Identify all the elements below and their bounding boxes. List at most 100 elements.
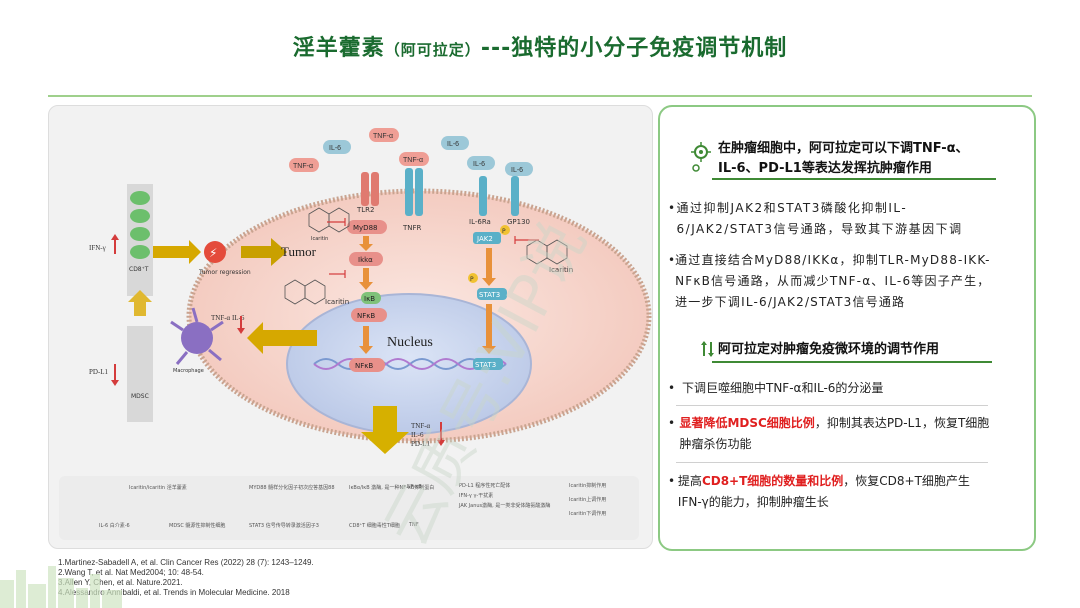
section1-heading: 在肿瘤细胞中，阿可拉定可以下调TNF-α、 IL-6、PD-L1等表达发挥抗肿瘤… (718, 141, 969, 176)
phospho-2 (468, 273, 478, 283)
tlr2-receptor: TLR2 (356, 172, 379, 214)
legend-nfkb: NF-κB (407, 484, 422, 490)
arrow-nfkb-nucleus (359, 326, 373, 354)
legend-ikb: IκBα/IκB 激酶, 是一种NF-κB抑制蛋白 (349, 485, 435, 491)
stat3-node-1 (477, 288, 507, 300)
svg-text:MDSC: MDSC (131, 393, 149, 400)
il6-ligand-3 (467, 156, 495, 170)
legend-icaritin: Icaritin/icaritin 淫羊藿素 (129, 485, 187, 491)
svg-text:IL-6: IL-6 (329, 145, 341, 152)
svg-text:TNF-α: TNF-α (403, 157, 423, 164)
svg-text:Tumor regression: Tumor regression (198, 269, 251, 276)
svg-text:IL-6: IL-6 (473, 161, 485, 168)
svg-text:PD-L1: PD-L1 (89, 368, 109, 376)
svg-text:IL-6: IL-6 (447, 141, 459, 148)
svg-text:NFκB: NFκB (357, 312, 375, 320)
legend-down: Icaritin下调作用 (569, 511, 607, 517)
cd8-to-tumor-arrow (153, 240, 201, 264)
legend-tnf: TNF (409, 522, 419, 528)
nucleus-label: Nucleus (387, 335, 433, 350)
svg-text:STAT3: STAT3 (479, 291, 500, 299)
cd8t-cells (130, 191, 150, 259)
legend-inhibit: Icaritin抑制作用 (569, 483, 607, 489)
tnf-ligand-1 (369, 128, 399, 142)
arrow-jak2-stat3 (482, 248, 496, 286)
legend-pdl1: PD-L1 程序性死亡配体 (459, 483, 511, 489)
il6-ligand-1 (323, 140, 351, 154)
title-paren: （阿可拉定） (384, 41, 481, 59)
mechanism-diagram-panel: Nucleus IL-6 TNF-α TNF-α TNF-α IL-6 IL-6… (48, 105, 653, 549)
mdsc-to-cd8-arrow (128, 290, 152, 316)
nfkb-node-2 (349, 358, 385, 372)
svg-text:Ikkα: Ikkα (358, 256, 373, 264)
svg-text:Tumor: Tumor (281, 244, 317, 259)
svg-text:IL-6: IL-6 (511, 167, 523, 174)
macrophage (181, 322, 213, 354)
mdsc-column (127, 326, 153, 422)
tnf-ligand-2 (289, 158, 319, 172)
ikb-node (361, 292, 381, 304)
svg-text:TLR2: TLR2 (356, 206, 375, 214)
section1-bullet-2: •通过直接结合MyD88/IKKα，抑制TLR-MyD88-IKK-NFκB信号… (668, 253, 991, 309)
svg-text:Icaritin: Icaritin (311, 236, 328, 242)
section1-bullet-1: •通过抑制JAK2和STAT3磷酸化抑制IL-6/JAK2/STAT3信号通路，… (668, 201, 963, 236)
legend-ifn: IFN-γ γ-干扰素 (459, 493, 494, 499)
section2-underline (712, 361, 992, 363)
svg-text:Icaritin: Icaritin (325, 298, 349, 306)
svg-text:TNF-α: TNF-α (373, 133, 393, 140)
svg-text:JAK2: JAK2 (476, 235, 493, 243)
svg-text:P: P (502, 228, 506, 235)
legend-jak: JAK Janus激酶, 是一类非受体酪氨酸激酶 (459, 503, 551, 509)
title-rest: ---独特的小分子免疫调节机制 (480, 36, 788, 61)
stat3-node-2 (473, 358, 503, 370)
legend-il6: IL-6 白介素-6 (99, 523, 130, 529)
svg-text:PD-L1: PD-L1 (411, 440, 431, 448)
svg-text:IFN-γ: IFN-γ (89, 244, 106, 252)
tnf-ligand-3 (399, 152, 429, 166)
nfkb-node-1 (351, 308, 387, 322)
svg-text:Icaritin: Icaritin (549, 266, 573, 274)
svg-text:IL-6: IL-6 (411, 431, 424, 439)
section2-bullet-1: •下调巨噬细胞中TNF-α和IL-6的分泌量 (668, 381, 884, 395)
svg-text:TNF-α: TNF-α (293, 163, 313, 170)
jak2-node (473, 232, 501, 244)
svg-text:TNF-α IL-6: TNF-α IL-6 (211, 314, 245, 322)
title-main: 淫羊藿素 (292, 36, 385, 61)
section2-divider-2 (676, 462, 988, 463)
city-decoration (0, 566, 122, 608)
legend-mdsc: MDSC 髓源性抑制性细胞 (169, 523, 226, 529)
section2-divider-1 (676, 405, 988, 406)
svg-text:IκB: IκB (364, 295, 375, 303)
tumor-regression-icon (204, 241, 226, 263)
mechanism-diagram: Nucleus IL-6 TNF-α TNF-α TNF-α IL-6 IL-6… (89, 128, 652, 454)
arrow-myd88-ikka (359, 236, 373, 251)
section2-heading: 阿可拉定对肿瘤免疫微环境的调节作用 (718, 342, 940, 357)
svg-text:MyD88: MyD88 (353, 224, 377, 232)
il6-ligand-2 (441, 136, 469, 150)
tumor-arrow (241, 238, 287, 266)
icaritin-molecule-1: Icaritin (308, 207, 350, 242)
lightning-icon: ⚡ (209, 246, 217, 260)
legend-myd88: MYD88 髓样分化因子初次应答基因88 (249, 485, 335, 491)
svg-text:P: P (470, 276, 474, 283)
svg-text:TNF-α: TNF-α (411, 422, 431, 430)
il6ra-gp130-receptor: IL-6Ra GP130 (469, 176, 530, 226)
arrow-stat3-nucleus (482, 304, 496, 354)
legend-up: Icaritin上调作用 (569, 497, 607, 503)
svg-text:GP130: GP130 (507, 218, 530, 226)
virus-icon (691, 142, 711, 172)
svg-text:STAT3: STAT3 (475, 361, 496, 369)
ikka-node (349, 252, 383, 266)
legend-stat3: STAT3 信号传导转录激活因子3 (249, 523, 319, 529)
section2-bullet-2: •显著降低MDSC细胞比例，抑制其表达PD-L1，恢复T细胞肿瘤杀伤功能 (668, 416, 990, 451)
arrow-ikka-ikb (359, 268, 373, 290)
svg-text:IL-6Ra: IL-6Ra (469, 218, 491, 226)
tnfr-receptor: TNFR (402, 168, 423, 232)
section2-bullet-3: •提高CD8+T细胞的数量和比例，恢复CD8+T细胞产生IFN-γ的能力，抑制肿… (668, 474, 970, 509)
svg-text:Macrophage: Macrophage (173, 368, 204, 374)
output-arrow (361, 406, 409, 454)
svg-text:TNFR: TNFR (402, 224, 422, 232)
section1-underline (712, 178, 996, 180)
title-divider (48, 95, 1032, 97)
svg-text:CD8⁺T: CD8⁺T (129, 266, 149, 273)
